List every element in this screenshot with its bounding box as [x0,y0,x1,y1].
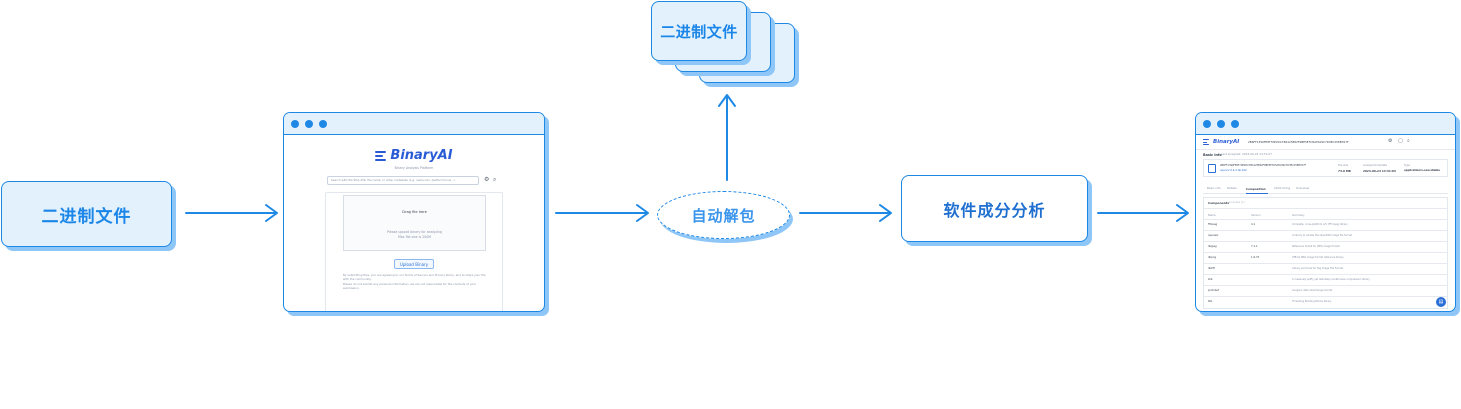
file-drop-zone[interactable]: Drag file here Please upload binary for … [343,195,486,251]
window-dot-icon [291,119,299,128]
settings-icon[interactable]: ⚙ [1388,138,1393,144]
browser-title-bar [284,113,544,135]
input-binary-file-label: 二进制文件 [41,206,132,227]
upload-binary-button[interactable]: Upload Binary [394,259,434,269]
last-analyzed-text: Last analyzed: 2023-09-24 14:31:07 [1221,152,1272,156]
file-name[interactable]: opencv-3.4.2.tar.bz2 [1220,169,1247,172]
type-value: application/x-executable [1404,169,1441,172]
table-row[interactable]: openexr A library to handle the OpenEXR … [1208,234,1353,237]
tab-ascii-string[interactable]: ASCII string [1274,186,1291,190]
table-row[interactable]: zlib A massively spiffy yet delicately u… [1208,278,1370,281]
drop-zone-hint: Please upload binary for analyzing [386,230,442,234]
settings-icon[interactable]: ⚙ [484,176,490,183]
auto-unpack-label: 自动解包 [691,206,756,225]
window-dot-icon [1203,119,1211,128]
binaryai-logo-icon [375,150,387,161]
drop-zone-limit: Max file size is 200M [397,235,432,239]
tab-details[interactable]: Details [1227,186,1237,190]
binaryai-logo-icon [1203,139,1209,145]
file-hash: 2B6FF1399FE8F70E2DC7B4125E62F9BE5E7D5AFA… [1220,164,1306,167]
output-binary-files-label: 二进制文件 [660,22,738,41]
software-composition-analysis-node: 软件成分分析 [901,175,1088,242]
licenses-badge[interactable]: Licenses (1) [1229,201,1245,204]
components-title: Components [1208,201,1230,205]
window-dot-icon [1231,119,1239,128]
components-panel: Components Licenses (1) Name Version Sum… [1203,197,1448,309]
type-label: Type [1404,164,1410,167]
output-binary-files-node: 二进制文件 [651,1,747,61]
window-dot-icon [305,119,313,128]
analysis-time-label: Analysis time/date [1363,164,1388,167]
tab-composition[interactable]: Composition [1246,187,1266,191]
platform-subtitle: Binary Analysis Platform [394,166,434,170]
column-header-name: Name [1208,214,1216,217]
terms-notice: By submitting files, you are agreeing to… [343,273,486,281]
drop-zone-title: Drag file here [402,210,427,214]
table-row[interactable]: tbb Threading Building Blocks library [1208,300,1332,303]
window-dot-icon [1217,119,1225,128]
search-icon[interactable]: ⌕ [1407,138,1410,144]
column-header-version: Version [1251,214,1261,217]
sca-label: 软件成分分析 [943,200,1046,220]
tab-overview[interactable]: Overview [1296,186,1310,190]
analysis-time-value: 2023-09-24 14:31:03 [1363,169,1396,173]
file-size-label: File size [1338,164,1349,167]
table-row[interactable]: libpng 1.6.37 Official PNG image format … [1208,256,1344,259]
search-input[interactable]: Search with file SHA-256, file name, or … [327,176,479,185]
column-header-summary: Summary [1292,214,1305,217]
auto-unpack-node: 自动解包 [657,191,790,239]
file-icon [1208,164,1216,173]
chat-button[interactable]: ▤ [1436,297,1446,307]
tab-basic-info[interactable]: Basic info [1207,186,1221,190]
search-icon[interactable]: ⌕ [493,176,497,183]
upload-page-window: BinaryAI Binary Analysis Platform Search… [283,112,545,312]
table-row[interactable]: libtiff Library and tools for Tag Image … [1208,267,1344,270]
input-binary-file-node: 二进制文件 [1,181,172,247]
basic-info-panel: 2B6FF1399FE8F70E2DC7B4125E62F9BE5E7D5AFA… [1203,159,1448,177]
table-row[interactable]: ffmpeg 4.1 Complete, cross-platform A/V … [1208,223,1348,226]
table-row[interactable]: protobuf Google's data interchange forma… [1208,289,1333,292]
table-row[interactable]: libjpeg 7.1.1 Reference toolkit for JPEG… [1208,245,1340,248]
window-dot-icon [319,119,327,128]
binaryai-logo: BinaryAI [1203,139,1239,145]
document-icon[interactable]: ▢ [1398,138,1403,144]
active-tab-indicator [1246,193,1268,194]
hash-search-input[interactable]: 2B6FF1399FE8F70E2DC7B4125E62F9BE5E7D5AFA… [1248,140,1349,144]
binaryai-logo: BinaryAI [284,148,544,163]
result-tabs: Basic info Details Composition ASCII str… [1203,186,1448,194]
upload-panel-border [325,192,503,311]
browser-title-bar [1196,113,1455,135]
file-size-value: 73.0 MB [1338,169,1351,173]
analysis-result-window: BinaryAI 2B6FF1399FE8F70E2DC7B4125E62F9B… [1195,112,1456,312]
basic-info-title: Basic Info [1203,153,1222,157]
privacy-notice: Please do not submit any personal inform… [343,282,477,290]
chat-icon: ▤ [1438,299,1444,305]
